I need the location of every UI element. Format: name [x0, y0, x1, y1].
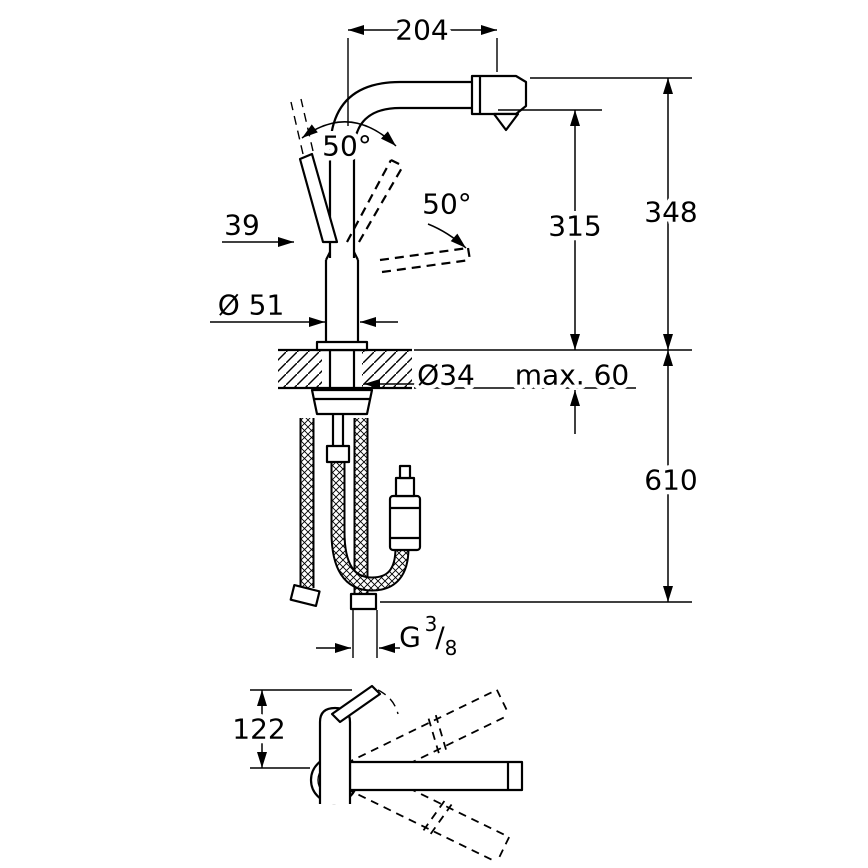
lever-positions	[290, 98, 472, 274]
angle-upper-label: 50°	[322, 130, 372, 163]
pullout-hose-connector	[325, 444, 351, 464]
dim-348: 348	[414, 77, 702, 351]
angle-arrow-lower	[427, 223, 467, 249]
dim-39-label: 39	[224, 209, 260, 242]
dim-122-label: 122	[232, 713, 285, 746]
dim-204-label: 204	[395, 14, 448, 47]
lever-upright	[298, 152, 339, 244]
left-hose-fitting	[289, 583, 321, 608]
dim-34: Ø34	[364, 354, 479, 396]
dim-610-label: 610	[644, 464, 697, 497]
front-view: 122	[228, 684, 524, 864]
countertop	[278, 348, 412, 390]
angle-arc-upper	[301, 121, 397, 147]
front-lever	[330, 684, 382, 724]
dim-34-label: Ø34	[417, 359, 475, 392]
angle-lower-label: 50°	[422, 188, 472, 221]
base-flange	[315, 340, 369, 352]
lever-tilted	[346, 159, 404, 243]
front-lever-arc	[377, 689, 399, 715]
thread-numerator-label: 3	[425, 612, 438, 636]
dim-39: 39	[220, 204, 294, 247]
supply-hoses	[289, 414, 422, 611]
dim-max60: max. 60	[414, 354, 636, 434]
dim-315: 315	[498, 109, 606, 350]
dim-348-label: 348	[644, 196, 697, 229]
lever-horizontal	[379, 246, 472, 274]
dim-g38: G 3 / 8	[316, 608, 462, 665]
dim-51-label: Ø 51	[218, 289, 285, 322]
check-valve	[388, 464, 422, 552]
dim-122: 122	[228, 689, 352, 769]
thread-prefix-label: G	[399, 621, 421, 654]
dim-204: 204	[347, 9, 498, 126]
front-spout	[348, 760, 524, 792]
dim-51: Ø 51	[210, 284, 398, 327]
spray-nozzle	[492, 112, 520, 132]
dim-315-label: 315	[548, 210, 601, 243]
dim-max60-label: max. 60	[515, 359, 629, 392]
u-hose-braid	[332, 462, 408, 590]
mounting-nut	[310, 388, 374, 416]
spout-inner-line	[352, 106, 472, 258]
deck-hatch-right	[362, 350, 412, 388]
mounting-hardware	[310, 350, 374, 416]
spray-head	[470, 74, 528, 116]
front-body-fill	[320, 720, 350, 804]
deck-hatch-left	[278, 350, 322, 388]
dim-610: 610	[380, 350, 702, 603]
thread-denominator-label: 8	[445, 636, 458, 660]
right-hose-fitting	[349, 592, 378, 611]
side-view: 204 50° 50° 39 Ø 51 315 348	[210, 9, 702, 665]
